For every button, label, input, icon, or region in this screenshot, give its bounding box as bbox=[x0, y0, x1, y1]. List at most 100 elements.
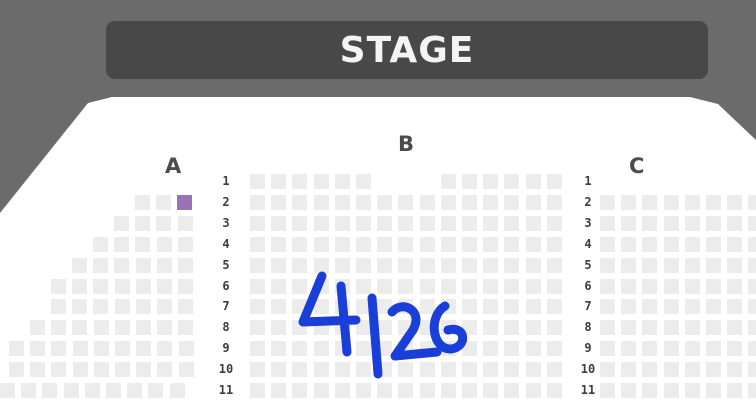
seat-b[interactable] bbox=[547, 299, 562, 314]
seat-b[interactable] bbox=[356, 237, 371, 252]
seat-c[interactable] bbox=[727, 362, 742, 377]
seat-b[interactable] bbox=[292, 320, 307, 335]
seat-c[interactable] bbox=[621, 299, 636, 314]
seat-a[interactable] bbox=[30, 341, 45, 356]
seat-b[interactable] bbox=[483, 216, 498, 231]
seat-b[interactable] bbox=[335, 195, 350, 210]
seat-b[interactable] bbox=[462, 362, 477, 377]
seat-b[interactable] bbox=[377, 279, 392, 294]
seat-b[interactable] bbox=[420, 341, 435, 356]
seat-b[interactable] bbox=[547, 174, 562, 189]
seat-b[interactable] bbox=[250, 383, 265, 398]
seat-b[interactable] bbox=[526, 320, 541, 335]
seat-a[interactable] bbox=[21, 383, 36, 398]
seat-b[interactable] bbox=[462, 279, 477, 294]
seat-a[interactable] bbox=[94, 362, 109, 377]
seat-b[interactable] bbox=[526, 195, 541, 210]
seat-b[interactable] bbox=[250, 362, 265, 377]
seat-c[interactable] bbox=[685, 279, 700, 294]
seat-a[interactable] bbox=[177, 195, 192, 210]
seat-a[interactable] bbox=[136, 362, 151, 377]
seat-b[interactable] bbox=[377, 341, 392, 356]
seat-b[interactable] bbox=[441, 383, 456, 398]
seat-b[interactable] bbox=[292, 383, 307, 398]
seat-b[interactable] bbox=[314, 320, 329, 335]
seat-b[interactable] bbox=[271, 320, 286, 335]
seat-b[interactable] bbox=[314, 195, 329, 210]
seat-a[interactable] bbox=[9, 341, 24, 356]
seat-b[interactable] bbox=[462, 320, 477, 335]
seat-c[interactable] bbox=[685, 258, 700, 273]
seat-b[interactable] bbox=[271, 174, 286, 189]
seat-b[interactable] bbox=[377, 258, 392, 273]
seat-b[interactable] bbox=[314, 237, 329, 252]
seat-a[interactable] bbox=[135, 195, 150, 210]
seat-a[interactable] bbox=[73, 341, 88, 356]
seat-c[interactable] bbox=[748, 237, 756, 252]
seat-b[interactable] bbox=[271, 195, 286, 210]
seat-a[interactable] bbox=[156, 216, 171, 231]
seat-b[interactable] bbox=[420, 383, 435, 398]
seat-c[interactable] bbox=[664, 279, 679, 294]
seat-a[interactable] bbox=[42, 383, 57, 398]
seat-c[interactable] bbox=[685, 320, 700, 335]
seat-a[interactable] bbox=[136, 258, 151, 273]
seat-b[interactable] bbox=[441, 258, 456, 273]
seat-a[interactable] bbox=[51, 341, 66, 356]
seat-b[interactable] bbox=[271, 237, 286, 252]
seat-b[interactable] bbox=[398, 362, 413, 377]
seat-b[interactable] bbox=[292, 195, 307, 210]
seat-a[interactable] bbox=[156, 195, 171, 210]
seat-c[interactable] bbox=[664, 320, 679, 335]
seat-b[interactable] bbox=[441, 174, 456, 189]
seat-b[interactable] bbox=[526, 258, 541, 273]
seat-c[interactable] bbox=[600, 216, 615, 231]
seat-c[interactable] bbox=[706, 279, 721, 294]
seat-a[interactable] bbox=[157, 320, 172, 335]
seat-a[interactable] bbox=[115, 279, 130, 294]
seat-b[interactable] bbox=[504, 362, 519, 377]
seat-c[interactable] bbox=[664, 216, 679, 231]
seat-b[interactable] bbox=[356, 320, 371, 335]
seat-c[interactable] bbox=[642, 195, 657, 210]
seat-c[interactable] bbox=[748, 279, 756, 294]
seat-b[interactable] bbox=[335, 341, 350, 356]
seat-c[interactable] bbox=[621, 216, 636, 231]
seat-b[interactable] bbox=[420, 258, 435, 273]
seat-b[interactable] bbox=[314, 216, 329, 231]
seat-b[interactable] bbox=[271, 216, 286, 231]
seat-c[interactable] bbox=[664, 383, 679, 398]
seat-b[interactable] bbox=[504, 341, 519, 356]
seat-a[interactable] bbox=[115, 341, 130, 356]
seat-b[interactable] bbox=[335, 237, 350, 252]
seat-b[interactable] bbox=[526, 174, 541, 189]
seat-a[interactable] bbox=[170, 383, 185, 398]
seat-b[interactable] bbox=[526, 237, 541, 252]
seat-b[interactable] bbox=[420, 362, 435, 377]
seat-a[interactable] bbox=[93, 237, 108, 252]
seat-b[interactable] bbox=[292, 299, 307, 314]
seat-b[interactable] bbox=[377, 320, 392, 335]
seat-b[interactable] bbox=[398, 258, 413, 273]
seat-a[interactable] bbox=[178, 299, 193, 314]
seat-b[interactable] bbox=[356, 279, 371, 294]
seat-b[interactable] bbox=[250, 237, 265, 252]
seat-b[interactable] bbox=[526, 362, 541, 377]
seat-a[interactable] bbox=[114, 216, 129, 231]
seat-b[interactable] bbox=[441, 299, 456, 314]
seat-a[interactable] bbox=[93, 279, 108, 294]
seat-b[interactable] bbox=[462, 216, 477, 231]
seat-b[interactable] bbox=[356, 299, 371, 314]
seat-a[interactable] bbox=[94, 341, 109, 356]
seat-a[interactable] bbox=[135, 237, 150, 252]
seat-b[interactable] bbox=[292, 216, 307, 231]
seat-b[interactable] bbox=[547, 195, 562, 210]
seat-c[interactable] bbox=[664, 237, 679, 252]
seat-b[interactable] bbox=[462, 299, 477, 314]
seat-b[interactable] bbox=[250, 299, 265, 314]
seat-c[interactable] bbox=[600, 383, 615, 398]
seat-c[interactable] bbox=[748, 341, 756, 356]
seat-c[interactable] bbox=[727, 383, 742, 398]
seat-b[interactable] bbox=[271, 258, 286, 273]
seat-a[interactable] bbox=[9, 362, 24, 377]
